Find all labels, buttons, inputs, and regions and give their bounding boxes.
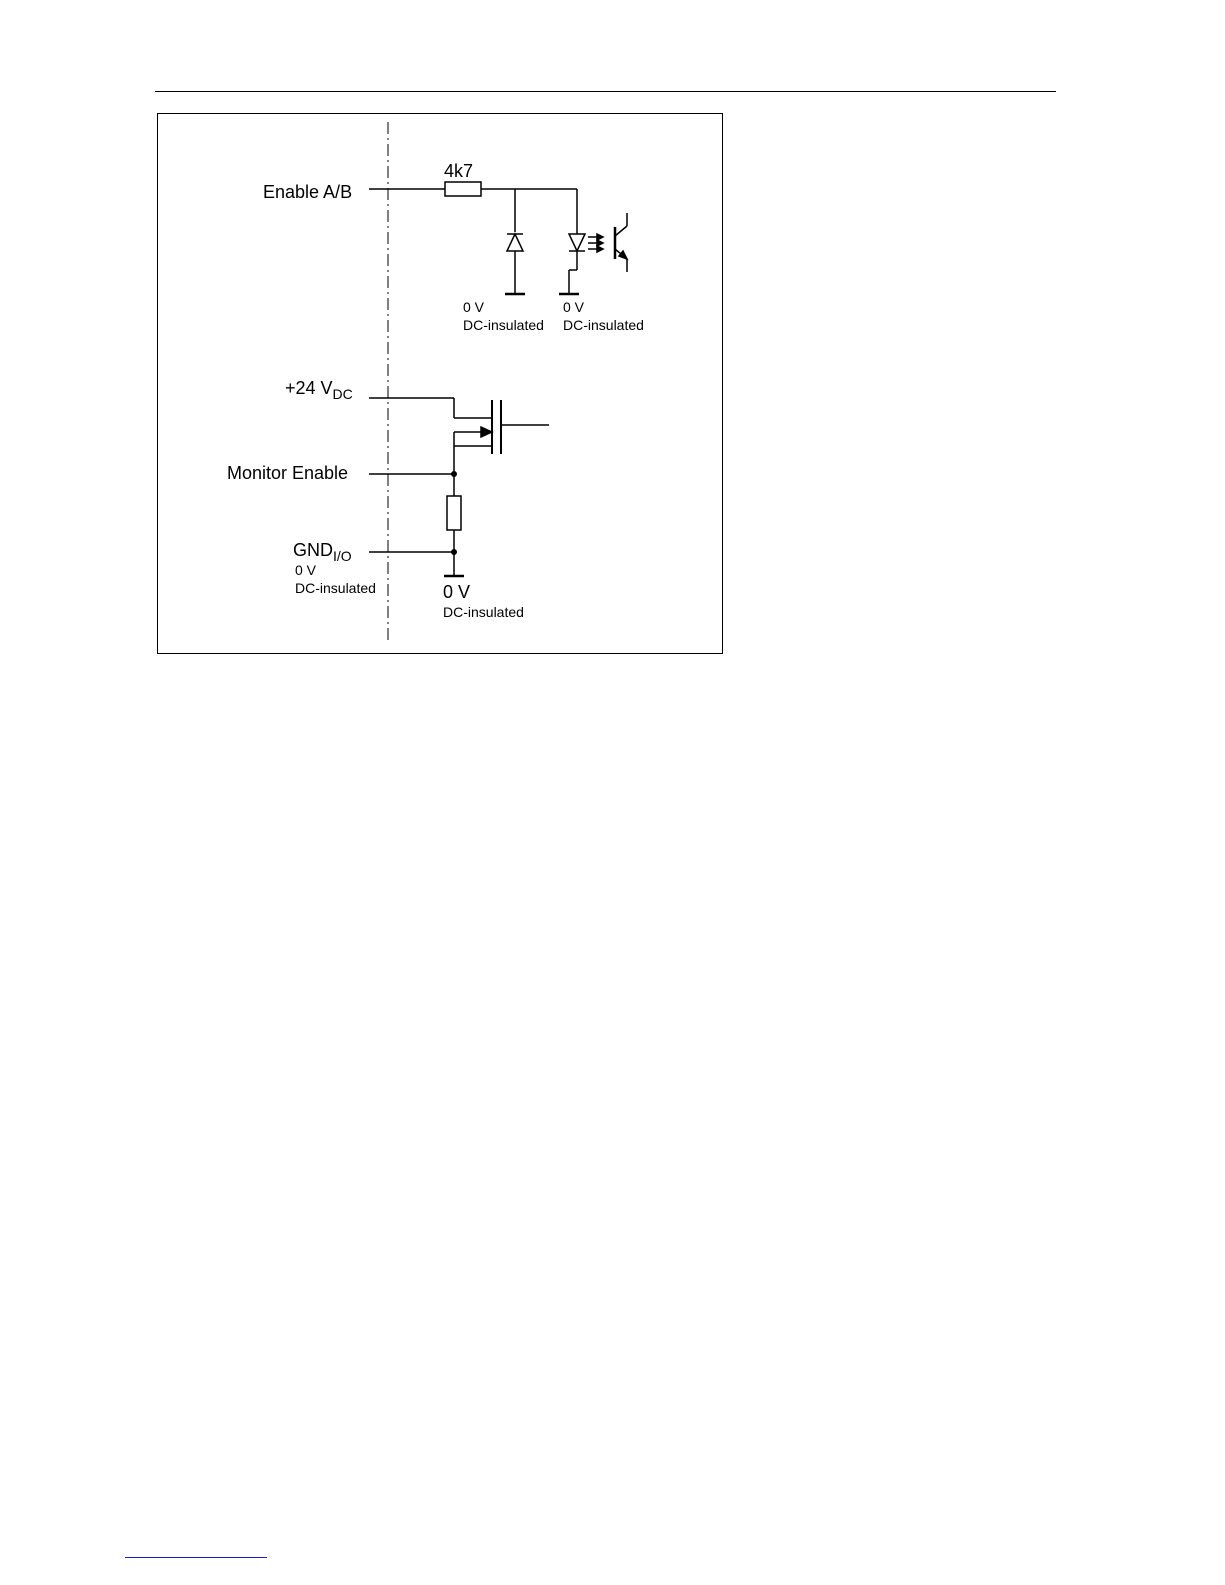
optocoupler-led [559,234,603,294]
label-gnd1-desc: DC-insulated [463,317,544,333]
diode [505,234,525,294]
label-gnd3-voltage: 0 V [443,582,470,602]
resistor-4k7 [445,182,481,196]
label-gnd-io: GNDI/O [293,540,352,564]
junction-dot [451,471,457,477]
label-supply: +24 VDC [285,378,353,402]
label-gnd2-voltage: 0 V [563,299,585,315]
label-enable-ab: Enable A/B [263,182,352,202]
junction-dot [451,549,457,555]
output-wiring [369,398,492,576]
label-monitor-enable: Monitor Enable [227,463,348,483]
label-gnd3-desc: DC-insulated [443,604,524,620]
label-gnd-io-voltage: 0 V [295,562,317,578]
label-gnd-io-desc: DC-insulated [295,580,376,596]
label-r1-value: 4k7 [444,161,473,181]
pull-down-resistor [447,496,461,530]
phototransistor [615,213,627,272]
label-gnd1-voltage: 0 V [463,299,485,315]
mosfet [454,400,549,454]
label-gnd2-desc: DC-insulated [563,317,644,333]
